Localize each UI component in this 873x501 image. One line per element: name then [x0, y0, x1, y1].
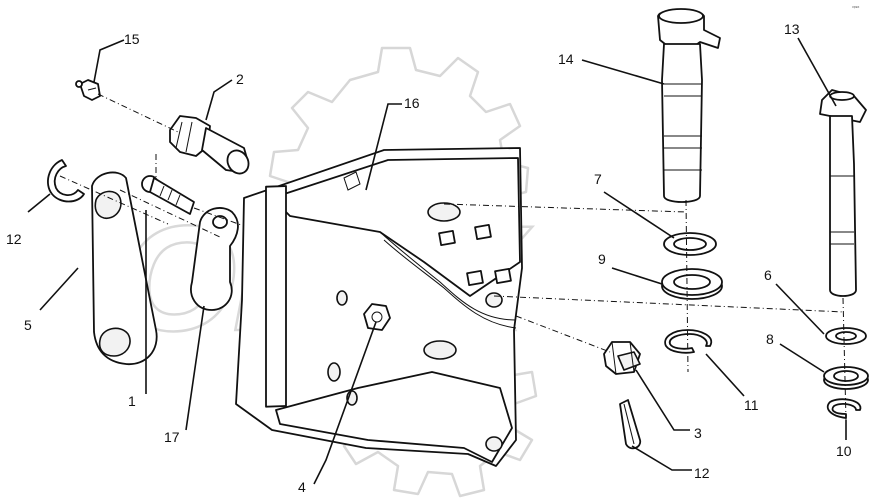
- lever-plate-part-5: [91, 171, 158, 365]
- callout-3: 3: [694, 425, 702, 441]
- circlip-part-12-left: [47, 159, 85, 203]
- callout-1: 1: [128, 393, 136, 409]
- callout-9: 9: [598, 251, 606, 267]
- washer-part-6: [825, 327, 867, 345]
- callout-14: 14: [558, 51, 574, 67]
- callout-12-lower: 12: [694, 465, 710, 481]
- callout-16: 16: [404, 95, 420, 111]
- callout-13: 13: [784, 21, 800, 37]
- circlip-part-11: [664, 329, 713, 354]
- castle-nut-part-3: [603, 341, 641, 375]
- nut-part-4: [363, 303, 391, 331]
- callout-4: 4: [298, 479, 306, 495]
- circlip-part-10: [826, 398, 862, 419]
- short-pin-part-13: [819, 89, 867, 297]
- callout-labels: 15 2 16 14 13 12 5 1 17 4 7 9 6 8 11 3 1…: [6, 21, 852, 495]
- pin-part-2: [169, 115, 250, 175]
- callout-17: 17: [164, 429, 180, 445]
- callout-7: 7: [594, 171, 602, 187]
- bushing-part-8: [823, 366, 869, 390]
- assembly-lines: [59, 93, 847, 421]
- callout-2: 2: [236, 71, 244, 87]
- grease-nipple-part-15: [75, 79, 101, 101]
- bolt-part-1: [141, 175, 195, 215]
- split-pin-part-12-lower: [619, 399, 642, 450]
- callout-15: 15: [124, 31, 140, 47]
- callout-12-left: 12: [6, 231, 22, 247]
- callout-5: 5: [24, 317, 32, 333]
- bushing-part-9: [661, 268, 723, 300]
- callout-11: 11: [744, 397, 759, 413]
- long-pin-part-14: [657, 8, 721, 203]
- callout-8: 8: [766, 331, 774, 347]
- leader-lines: [27, 37, 847, 485]
- washer-part-7: [663, 232, 717, 256]
- callout-10: 10: [836, 443, 852, 459]
- callout-6: 6: [764, 267, 772, 283]
- corner-mark: ᵒᵖᵉˣ: [852, 5, 860, 11]
